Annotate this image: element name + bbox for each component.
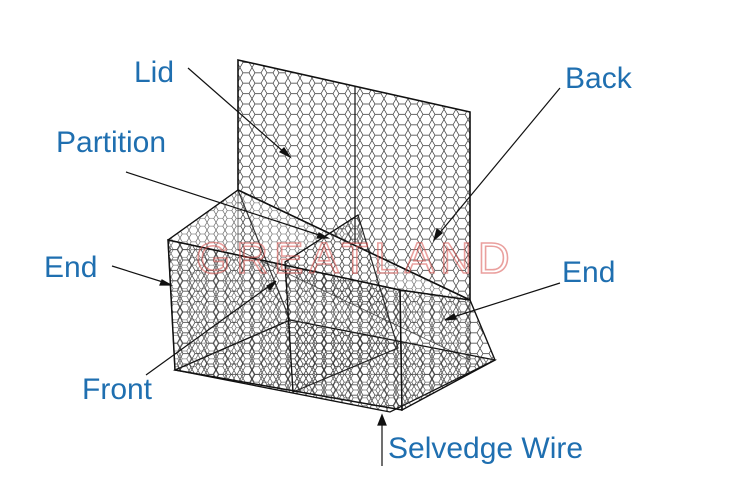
leader-front bbox=[145, 280, 277, 376]
leader-back bbox=[432, 87, 561, 242]
watermark: GREATLAND bbox=[195, 233, 516, 284]
label-end-left: End bbox=[44, 251, 97, 284]
label-front: Front bbox=[82, 373, 153, 406]
leader-lines bbox=[111, 67, 561, 466]
label-lid: Lid bbox=[134, 56, 174, 89]
leader-selvedge-wire bbox=[377, 413, 387, 466]
label-selvedge-wire: Selvedge Wire bbox=[388, 432, 583, 465]
leader-lid bbox=[187, 67, 292, 159]
label-back: Back bbox=[565, 62, 633, 95]
labels: Lid Back Partition End End Front Selvedg… bbox=[44, 56, 633, 465]
watermark-text: GREATLAND bbox=[196, 234, 516, 283]
label-end-right: End bbox=[562, 256, 615, 289]
front-panel bbox=[167, 239, 403, 411]
label-partition: Partition bbox=[56, 126, 166, 159]
leader-end-left bbox=[111, 265, 174, 286]
leader-end-right bbox=[444, 282, 561, 321]
leader-partition bbox=[125, 171, 331, 239]
